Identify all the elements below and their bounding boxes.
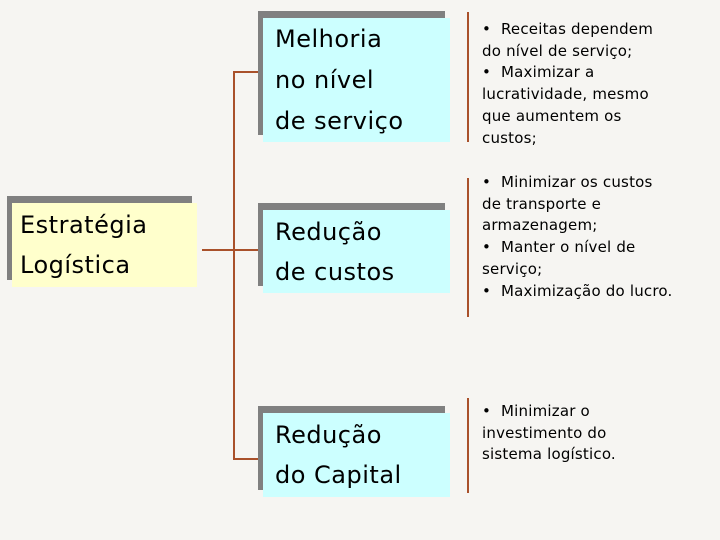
notes-accent-rule-3 xyxy=(467,398,469,493)
notes-accent-rule-2 xyxy=(467,178,469,317)
notes-service-level: • Receitas dependem do nível de serviço;… xyxy=(482,20,654,147)
box-reducao-custos: Redução de custos xyxy=(263,210,450,293)
box-label: Redução do Capital xyxy=(275,421,402,489)
root-box-label: Estratégia Logística xyxy=(20,211,148,279)
connector-trunk-line xyxy=(233,71,235,460)
notes-cost-reduction: • Minimizar os custos de transporte e ar… xyxy=(482,173,673,300)
connector-branch-service-level xyxy=(233,71,259,73)
box-label: Melhoria no nível de serviço xyxy=(275,24,404,135)
box-reducao-capital: Redução do Capital xyxy=(263,413,450,497)
notes-accent-rule-1 xyxy=(467,12,469,142)
box-label: Redução de custos xyxy=(275,217,395,286)
notes-capital-reduction: • Minimizar o investimento do sistema lo… xyxy=(482,402,616,464)
root-box-estrategia-logistica: Estratégia Logística xyxy=(12,203,197,287)
box-melhoria-nivel-servico: Melhoria no nível de serviço xyxy=(263,18,450,142)
connector-branch-capital xyxy=(233,458,262,460)
connector-branch-cost xyxy=(202,249,262,251)
